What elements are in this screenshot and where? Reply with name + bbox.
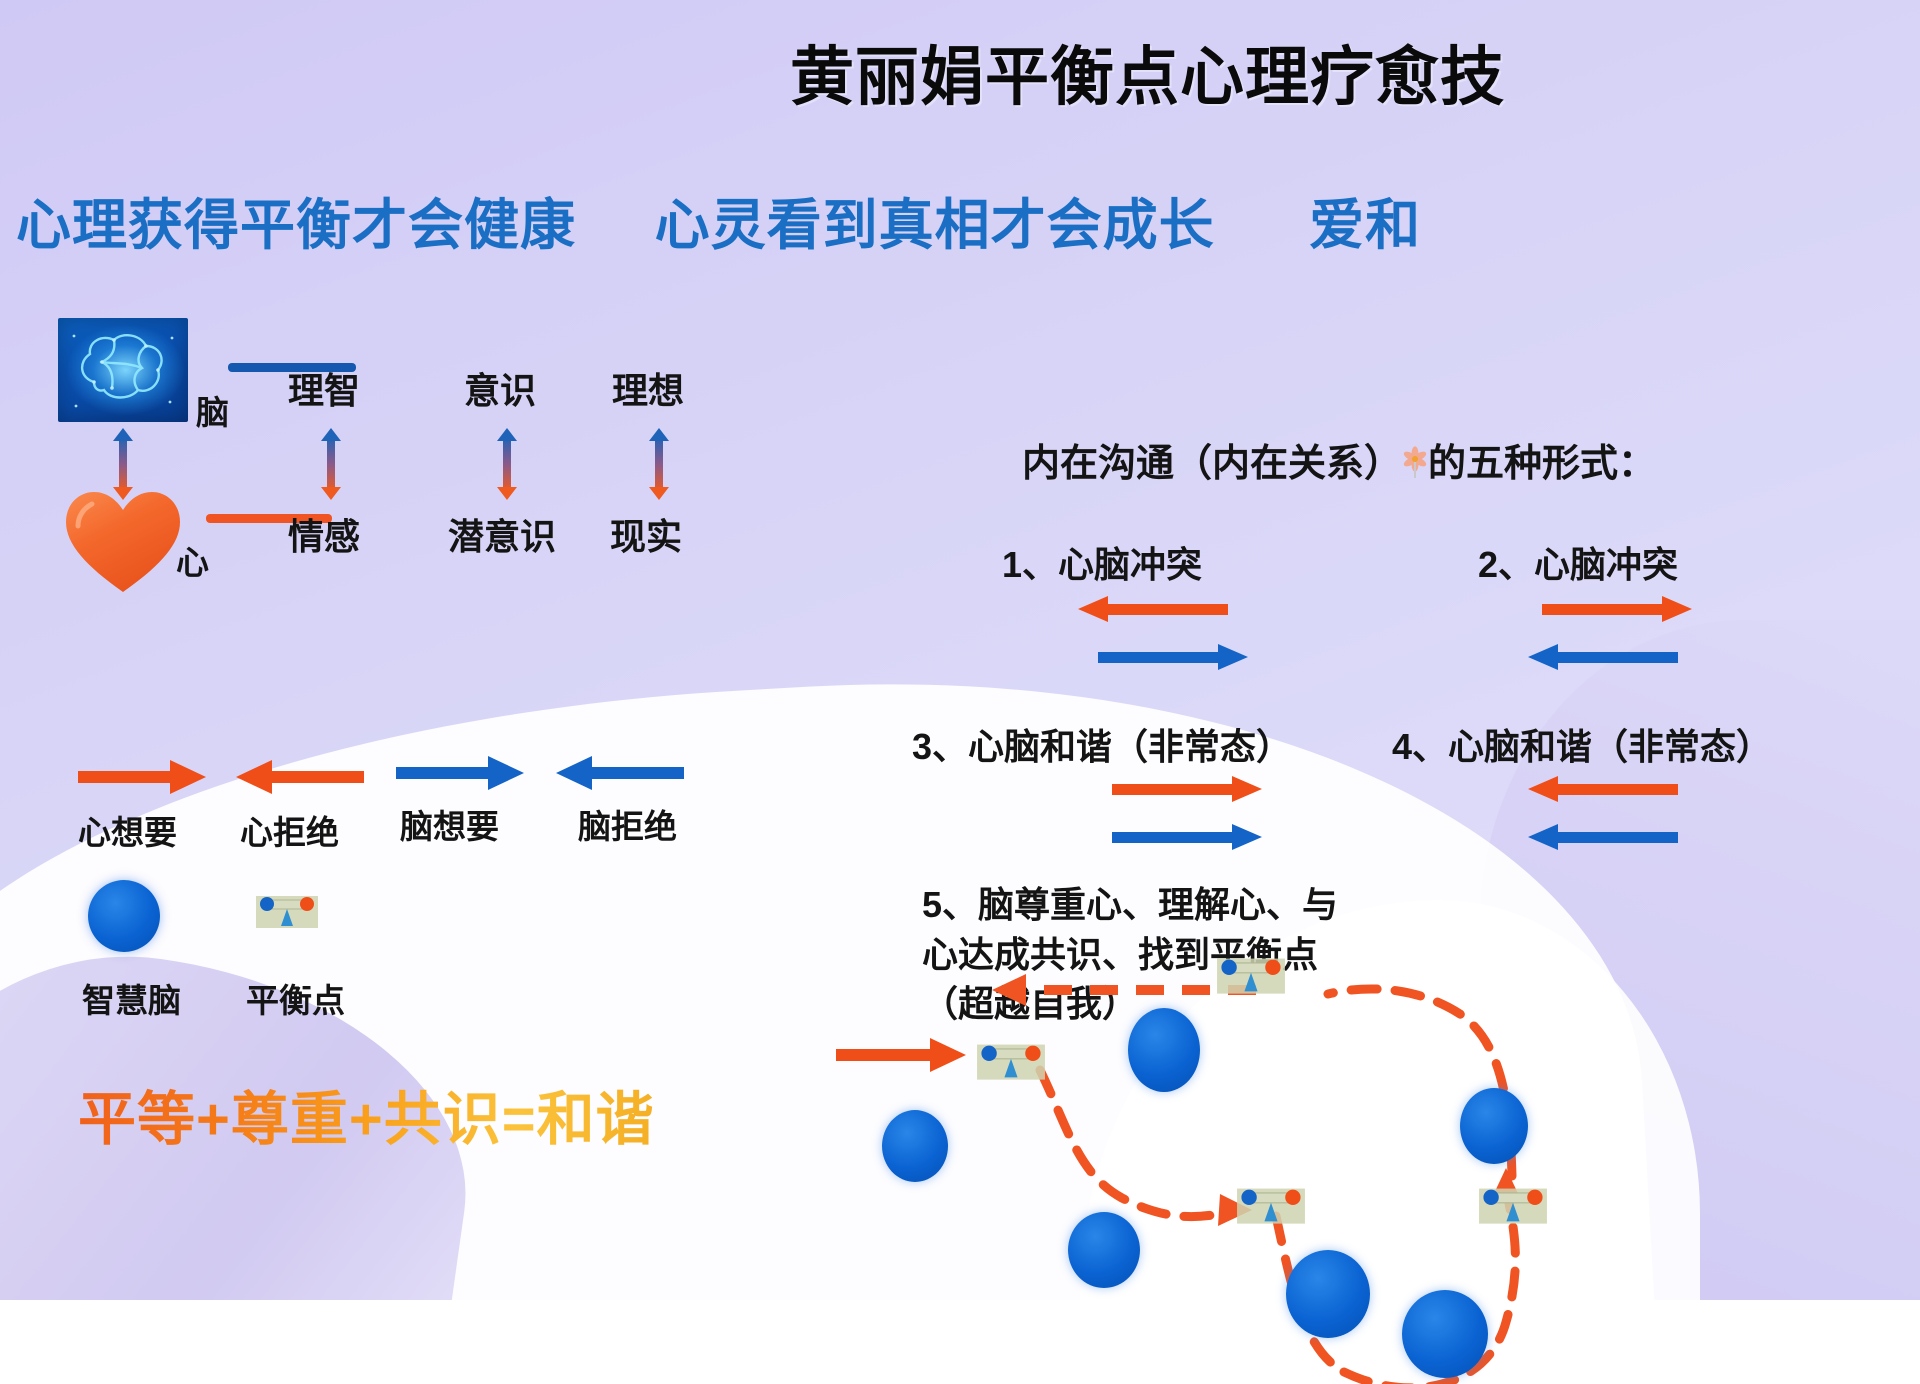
flow-graphic: [836, 958, 1920, 1384]
vertical-double-arrow-0: [110, 428, 136, 500]
flow-dot-4: [1286, 1250, 1370, 1338]
legend-caption-balance-point: 平衡点: [246, 982, 345, 1019]
flow-balance-point-4: [1476, 1182, 1550, 1228]
heart-connector-line: [206, 514, 332, 523]
form-title-3: 3、心脑和谐（非常态）: [912, 718, 1292, 770]
arrow-caption-heart-reject: 心拒绝: [240, 814, 339, 851]
subtitle-segment-2: 心灵看到真相才会成长: [654, 194, 1215, 256]
form-item-5-text: 5、脑尊重心、理解心、与心达成共识、找到平衡点（超越自我）: [922, 884, 1339, 1025]
form-4-top-arrow-left-heart: [1528, 776, 1678, 802]
form-4-bottom-arrow-left-brain: [1528, 824, 1678, 850]
flow-dot-1: [882, 1110, 948, 1182]
form-label-4: 心脑和谐（非常态）: [1448, 726, 1773, 767]
right-panel-header-after: 的五种形式：: [1428, 443, 1657, 485]
form-number-1: 1、: [1002, 544, 1059, 585]
heart-icon: [62, 488, 184, 598]
flow-dot-3: [1128, 1008, 1200, 1092]
brain-icon: [58, 318, 188, 422]
form-1-bottom-arrow-right-brain: [1098, 644, 1248, 670]
column-label-heart-2: 潜意识: [448, 516, 557, 557]
right-panel-header: 内在沟通（内在关系） 的五种形式：: [1022, 432, 1656, 487]
column-label-heart-1: 情感: [288, 516, 361, 557]
arrow-right-brain-want: [396, 756, 524, 790]
brain-connector-line: [228, 363, 356, 372]
arrow-caption-heart-want: 心想要: [78, 814, 177, 851]
form-3-bottom-arrow-right-brain: [1112, 824, 1262, 850]
brain-label: 脑: [196, 394, 229, 431]
form-title-4: 4、心脑和谐（非常态）: [1392, 718, 1772, 770]
column-label-brain-1: 理智: [288, 370, 361, 411]
subtitle-row: 心理获得平衡才会健康 心灵看到真相才会成长 爱和: [16, 180, 1920, 260]
flower-icon: [1398, 446, 1432, 480]
flow-dot-6: [1402, 1290, 1488, 1378]
form-title-2: 2、心脑冲突: [1478, 536, 1678, 588]
vertical-double-arrow-3: [646, 428, 672, 500]
flow-entry-arrow-icon: [836, 1038, 966, 1072]
form-label-3: 心脑和谐（非常态）: [968, 726, 1293, 767]
column-label-heart-3: 现实: [610, 516, 683, 557]
form-title-1: 1、心脑冲突: [1002, 536, 1202, 588]
flow-balance-point-1: [974, 1038, 1048, 1084]
form-number-4: 4、: [1392, 726, 1449, 767]
form-1-top-arrow-left-heart: [1078, 596, 1228, 622]
flow-dot-5: [1460, 1088, 1528, 1164]
form-label-1: 心脑冲突: [1058, 544, 1203, 585]
column-label-brain-2: 意识: [464, 370, 537, 411]
vertical-double-arrow-1: [318, 428, 344, 500]
form-3-top-arrow-right-heart: [1112, 776, 1262, 802]
form-2-top-arrow-right-heart: [1542, 596, 1692, 622]
form-2-bottom-arrow-left-brain: [1528, 644, 1678, 670]
balance-point-icon: [254, 890, 320, 932]
legend-caption-wisdom-brain: 智慧脑: [82, 982, 181, 1019]
form-number-3: 3、: [912, 726, 969, 767]
flow-dot-2: [1068, 1212, 1140, 1288]
heart-label: 心: [176, 544, 209, 581]
equation-text: 平等+尊重+共识=和谐: [78, 1072, 655, 1156]
arrow-left-brain-reject: [556, 756, 684, 790]
column-label-brain-3: 理想: [612, 370, 685, 411]
arrow-caption-brain-reject: 脑拒绝: [578, 808, 677, 845]
subtitle-segment-1: 心理获得平衡才会健康: [16, 194, 577, 256]
form-label-2: 心脑冲突: [1534, 544, 1679, 585]
flow-balance-point-2: [1214, 952, 1288, 998]
right-panel-header-before: 内在沟通（内在关系）: [1022, 443, 1403, 485]
page-title: 黄丽娟平衡点心理疗愈技: [790, 41, 1505, 113]
arrow-caption-brain-want: 脑想要: [400, 808, 499, 845]
arrow-left-heart-reject: [236, 760, 364, 794]
form-number-2: 2、: [1478, 544, 1535, 585]
subtitle-segment-3: 爱和: [1309, 194, 1422, 256]
vertical-double-arrow-2: [494, 428, 520, 500]
blue-circle-icon: [88, 880, 160, 952]
arrow-right-heart-want: [78, 760, 206, 794]
flow-balance-point-3: [1234, 1182, 1308, 1228]
